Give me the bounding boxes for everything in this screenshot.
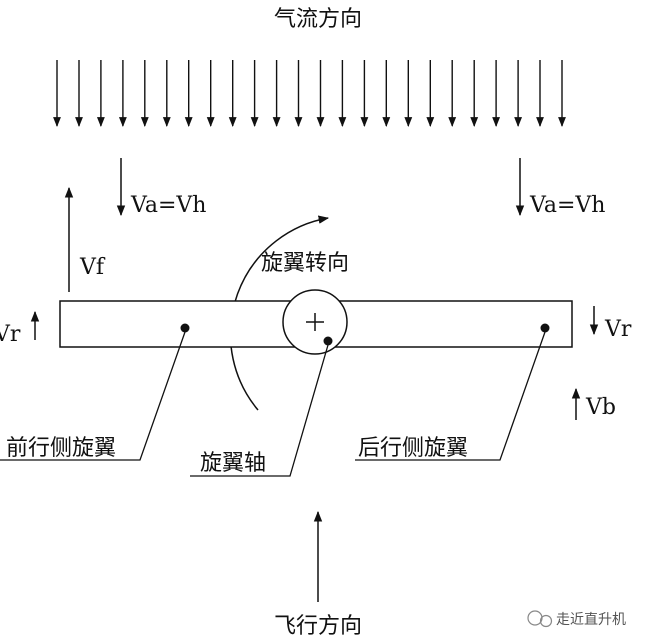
va-left-label: Va=Vh — [130, 193, 206, 218]
retreating-label: 后行侧旋翼 — [358, 436, 468, 461]
va-right-label: Va=Vh — [529, 193, 605, 218]
wechat-icon — [527, 610, 543, 626]
hub-point — [323, 336, 333, 346]
hub-label: 旋翼轴 — [200, 451, 266, 476]
flight-label: 飞行方向 — [274, 614, 362, 639]
airflow-arrows — [53, 60, 566, 127]
advancing-label: 前行侧旋翼 — [6, 436, 116, 461]
vr-right-label: Vr — [604, 317, 632, 342]
watermark-text: 走近直升机 — [556, 611, 626, 628]
vb-label: Vb — [585, 395, 616, 420]
advancing-leader — [0, 331, 186, 461]
vf-label: Vf — [79, 255, 106, 280]
wechat-icon-small — [539, 614, 553, 628]
watermark: 走近直升机 — [527, 610, 626, 628]
airflow-title: 气流方向 — [274, 7, 362, 32]
retreating-leader — [355, 331, 546, 461]
advancing-point — [180, 323, 190, 333]
retreating-point — [540, 323, 550, 333]
rotation-label: 旋翼转向 — [261, 251, 349, 276]
vr-left-label: Vr — [0, 322, 21, 347]
hub-leader — [190, 344, 329, 477]
rotation-arrow — [229, 215, 330, 411]
